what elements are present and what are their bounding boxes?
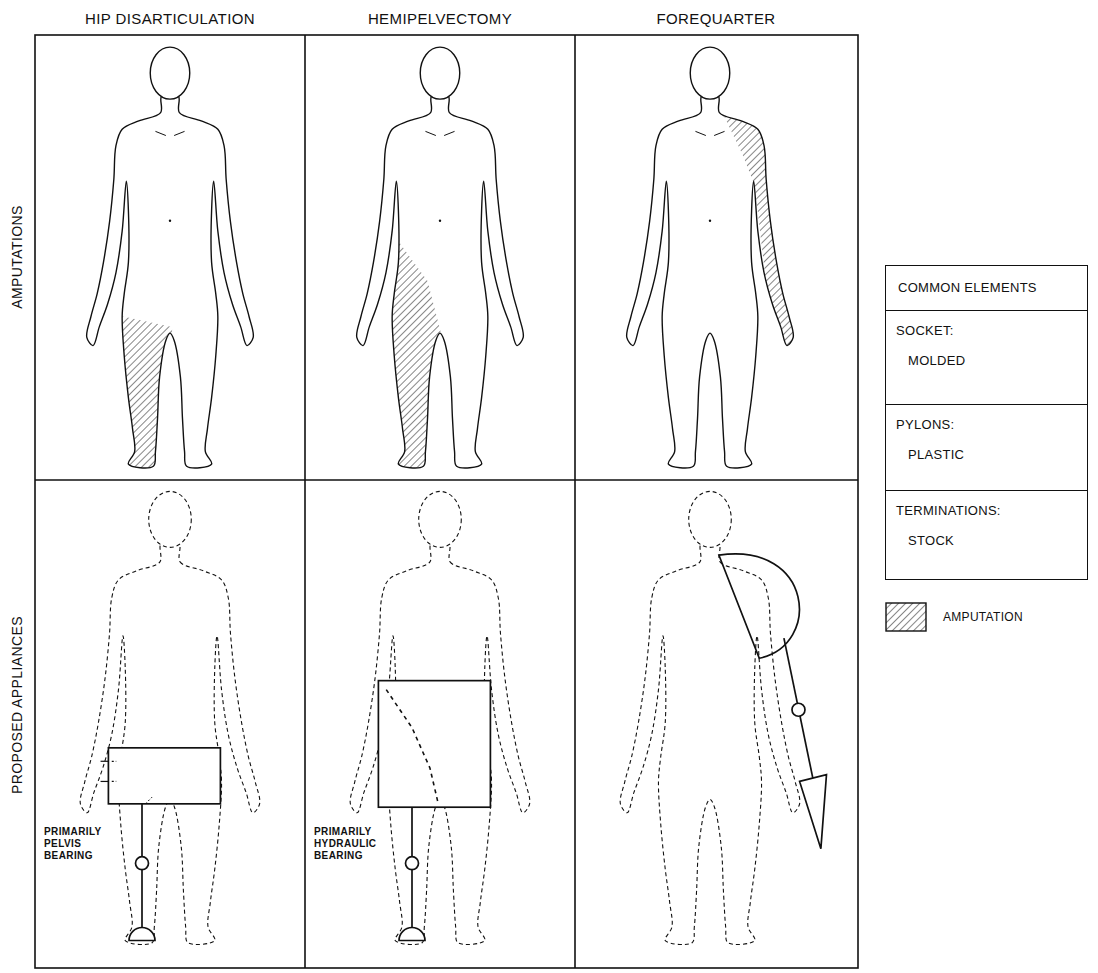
human-figure [80,491,260,944]
column-heading: HIP DISARTICULATION [40,10,300,28]
row-value: PLASTIC [886,433,1087,473]
residual-outline [386,690,438,802]
navel-mark [439,220,441,222]
pressure-mark [101,781,109,782]
knee-joint [406,857,419,870]
knee-joint [136,857,149,870]
legend-swatch [885,602,927,632]
table-grid [35,35,858,968]
socket-mark [145,797,152,804]
grid-frame [35,35,858,968]
table-row: SOCKET:MOLDED [886,310,1087,404]
head-outline [149,491,192,547]
row-heading: PROPOSED APPLIANCES [9,616,26,794]
grid-line [35,479,858,481]
chest-mark [174,131,184,135]
human-figure [357,47,524,481]
hip-appliance [101,748,221,941]
column-heading: FOREQUARTER [586,10,846,28]
grid-line [574,35,576,968]
head-outline [420,47,460,99]
socket [108,748,220,804]
elbow-joint [792,703,805,716]
human-figure [87,47,254,481]
row-heading: PYLONS: [886,405,1087,433]
body-outline [350,542,530,945]
shoulder-socket [719,554,799,658]
human-figure [620,491,800,944]
pressure-mark [112,781,116,782]
body-outline [620,542,800,945]
body-outline [80,542,260,945]
row-value: MOLDED [886,339,1087,379]
chest-mark [155,131,165,135]
chest-mark [695,131,705,135]
forequarter-appliance [719,554,827,849]
row-value: STOCK [886,519,1087,559]
row-heading: AMPUTATIONS [9,205,26,308]
grid-line [304,35,306,968]
hand-terminal [800,775,827,849]
hemipelvectomy-appliance [378,681,490,941]
body-outline [357,94,524,468]
head-outline [419,491,462,547]
foot-terminal [129,927,155,940]
body-outline [627,94,794,468]
column-heading: HEMIPELVECTOMY [310,10,570,28]
chest-mark [425,131,435,135]
table-row: TERMINATIONS:STOCK [886,490,1087,578]
navel-mark [169,220,171,222]
pylon [784,638,813,779]
row-heading: COMMON ELEMENTS [886,266,1087,308]
table-box: COMMON ELEMENTSSOCKET:MOLDEDPYLONS:PLAST… [885,265,1088,580]
legend-entry: AMPUTATION [885,602,1023,632]
navel-mark [709,220,711,222]
appliance-note: PRIMARILY HYDRAULIC BEARING [314,826,386,862]
human-figure [627,47,819,468]
pressure-mark [101,761,109,762]
human-figure [350,491,530,944]
row-heading: TERMINATIONS: [886,491,1087,519]
appliance-note: PRIMARILY PELVIS BEARING [44,826,116,862]
socket [378,681,490,808]
head-outline [690,47,730,99]
head-outline [689,491,732,547]
legend-text: AMPUTATION [943,610,1023,625]
table-row: PYLONS:PLASTIC [886,404,1087,490]
chest-mark [714,131,724,135]
pressure-mark [112,761,116,762]
foot-terminal [399,927,425,940]
head-outline [150,47,190,99]
amputation-hatch [722,104,818,356]
amputation-hatch [103,312,172,480]
row-heading: SOCKET: [886,311,1087,339]
chest-mark [444,131,454,135]
body-outline [87,94,254,468]
